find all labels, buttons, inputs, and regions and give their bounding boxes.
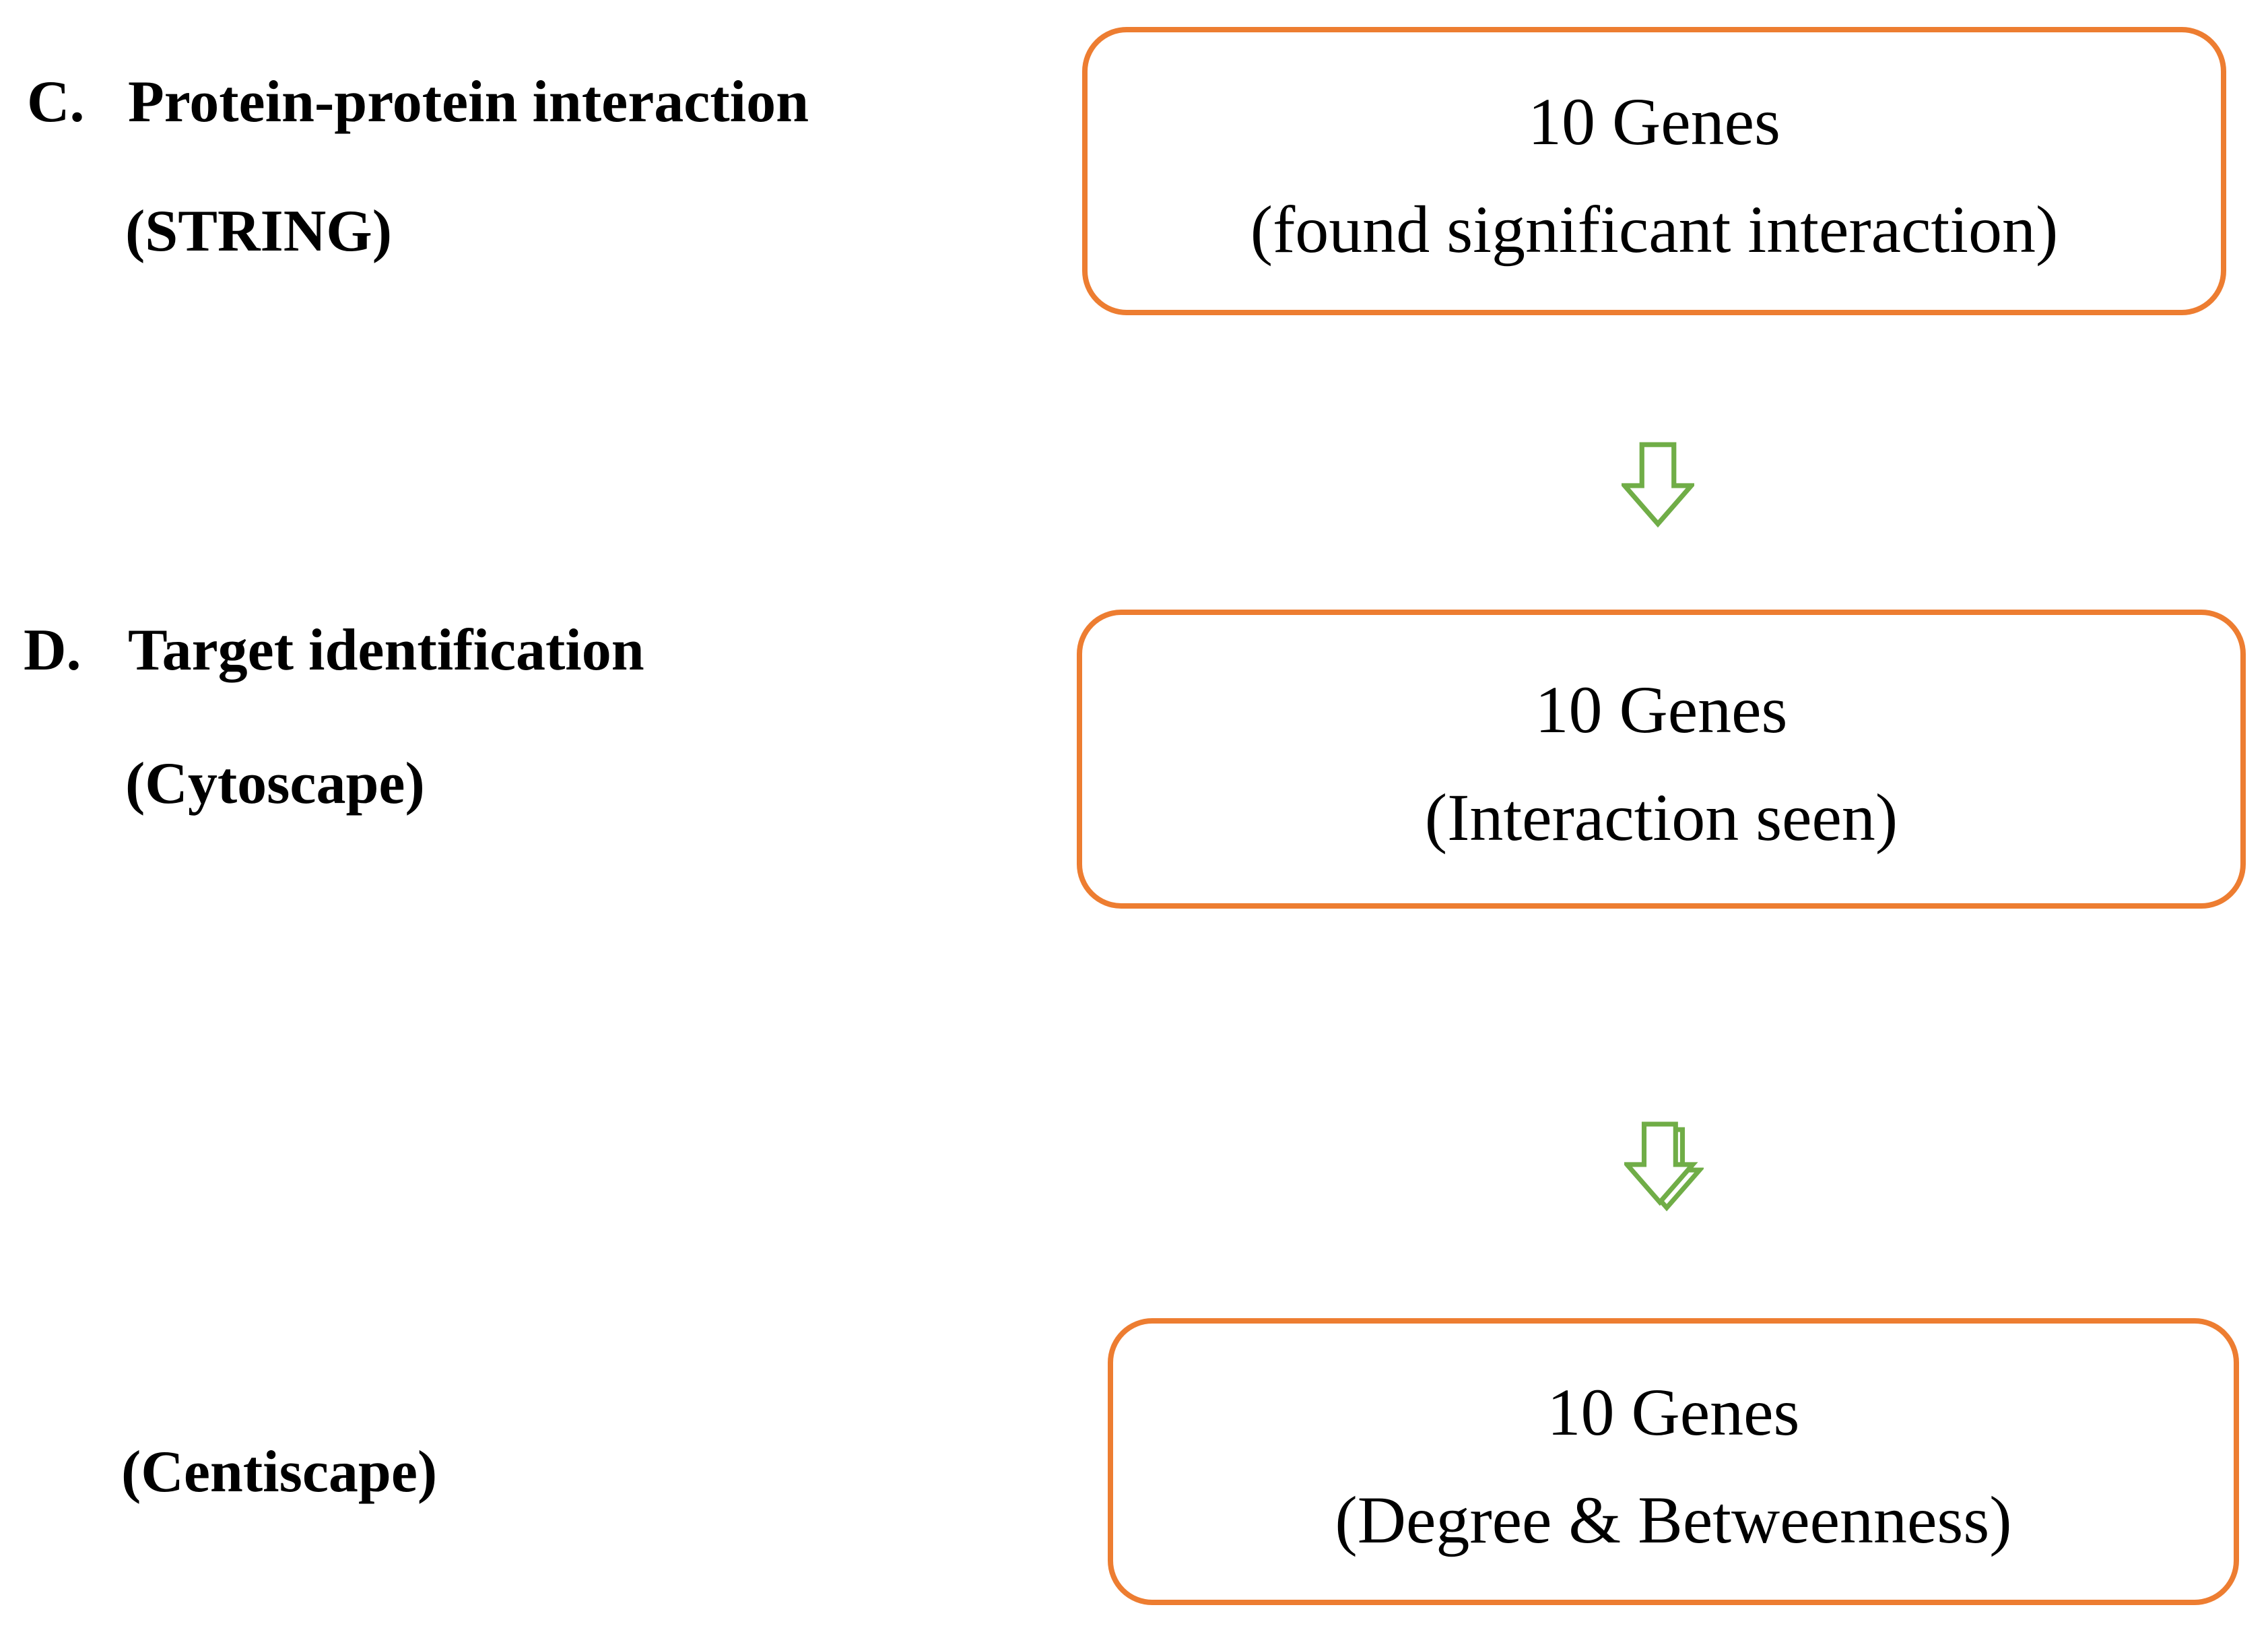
flow-box-centiscape-result: 10 Genes (Degree & Betweenness) <box>1108 1318 2239 1605</box>
down-arrow-icon <box>1624 1121 1704 1214</box>
flow-box-cytoscape-result: 10 Genes (Interaction seen) <box>1077 610 2246 909</box>
section-d-title: Target identification <box>128 618 644 683</box>
flow-box-string-result: 10 Genes (found significant interaction) <box>1082 27 2226 315</box>
centiscape-tool-label: (Centiscape) <box>121 1439 438 1505</box>
flow-box-line1: 10 Genes <box>1547 1375 1800 1450</box>
down-arrow-icon <box>1622 442 1694 528</box>
section-c-prefix: C. <box>27 69 85 135</box>
flow-box-line1: 10 Genes <box>1535 672 1788 747</box>
flow-box-line2: (Interaction seen) <box>1424 780 1898 855</box>
section-c-title: Protein-protein interaction <box>128 69 809 135</box>
section-d-prefix: D. <box>24 618 81 683</box>
flow-box-line2: (Degree & Betweenness) <box>1335 1483 2012 1557</box>
section-c-tool-label: (STRING) <box>125 199 393 264</box>
flow-box-line2: (found significant interaction) <box>1250 192 2059 267</box>
section-d-tool-label: (Cytoscape) <box>125 751 425 816</box>
flow-box-line1: 10 Genes <box>1528 84 1780 159</box>
